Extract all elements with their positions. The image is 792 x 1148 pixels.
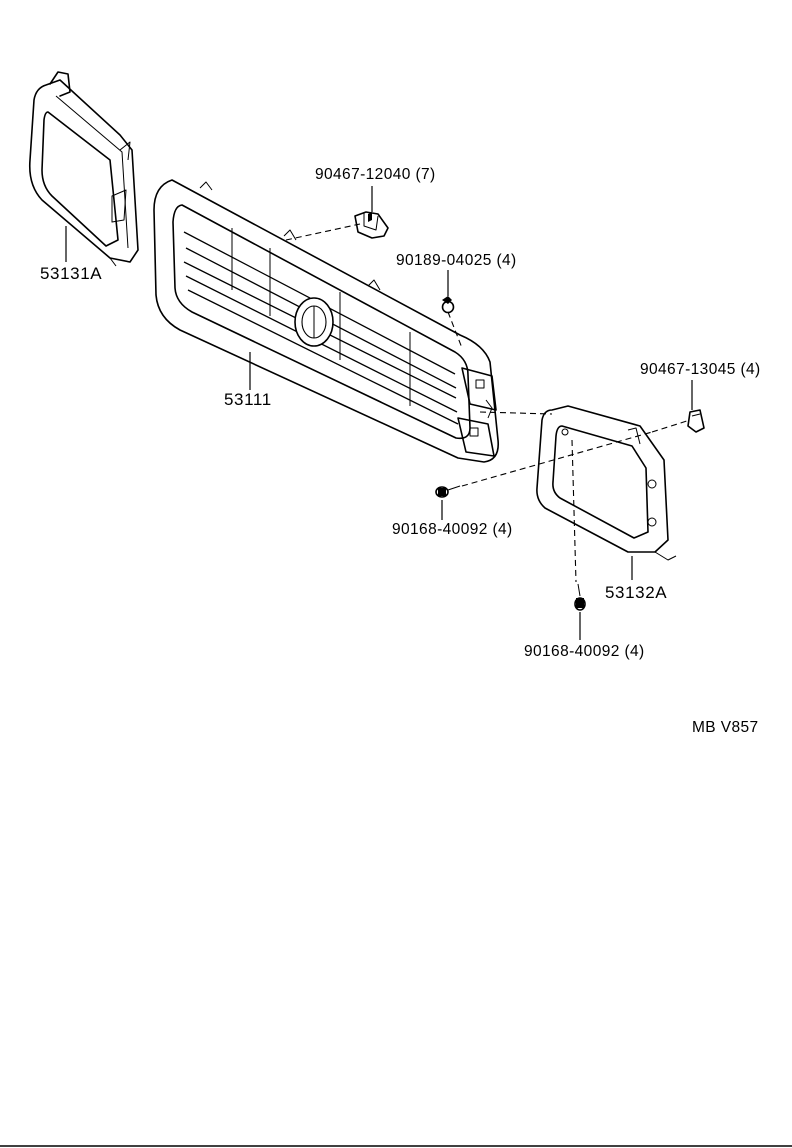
screw-mid-icon: [435, 485, 461, 498]
right-headlamp-frame: [536, 405, 677, 561]
grille-emblem: [294, 297, 334, 347]
screw-mid-part-number: 90168-40092 (4): [392, 521, 513, 538]
left-headlamp-frame: [28, 71, 139, 267]
screw-top-icon: [441, 296, 455, 314]
left-frame-part-number: 53131A: [40, 264, 103, 283]
screw-top-part-number: 90189-04025 (4): [396, 252, 517, 269]
radiator-grille: [153, 179, 500, 463]
clip-top-icon: [354, 211, 389, 239]
screw-bottom-icon: [574, 583, 586, 611]
clip-top-part-number: 90467-12040 (7): [315, 166, 436, 183]
clip-right-icon: [687, 409, 705, 433]
clip-right-part-number: 90467-13045 (4): [640, 361, 761, 378]
figure-code: MB V857: [692, 719, 759, 736]
right-frame-part-number: 53132A: [605, 583, 668, 602]
screw-bottom-part-number: 90168-40092 (4): [524, 643, 645, 660]
grille-part-number: 53111: [224, 390, 272, 409]
